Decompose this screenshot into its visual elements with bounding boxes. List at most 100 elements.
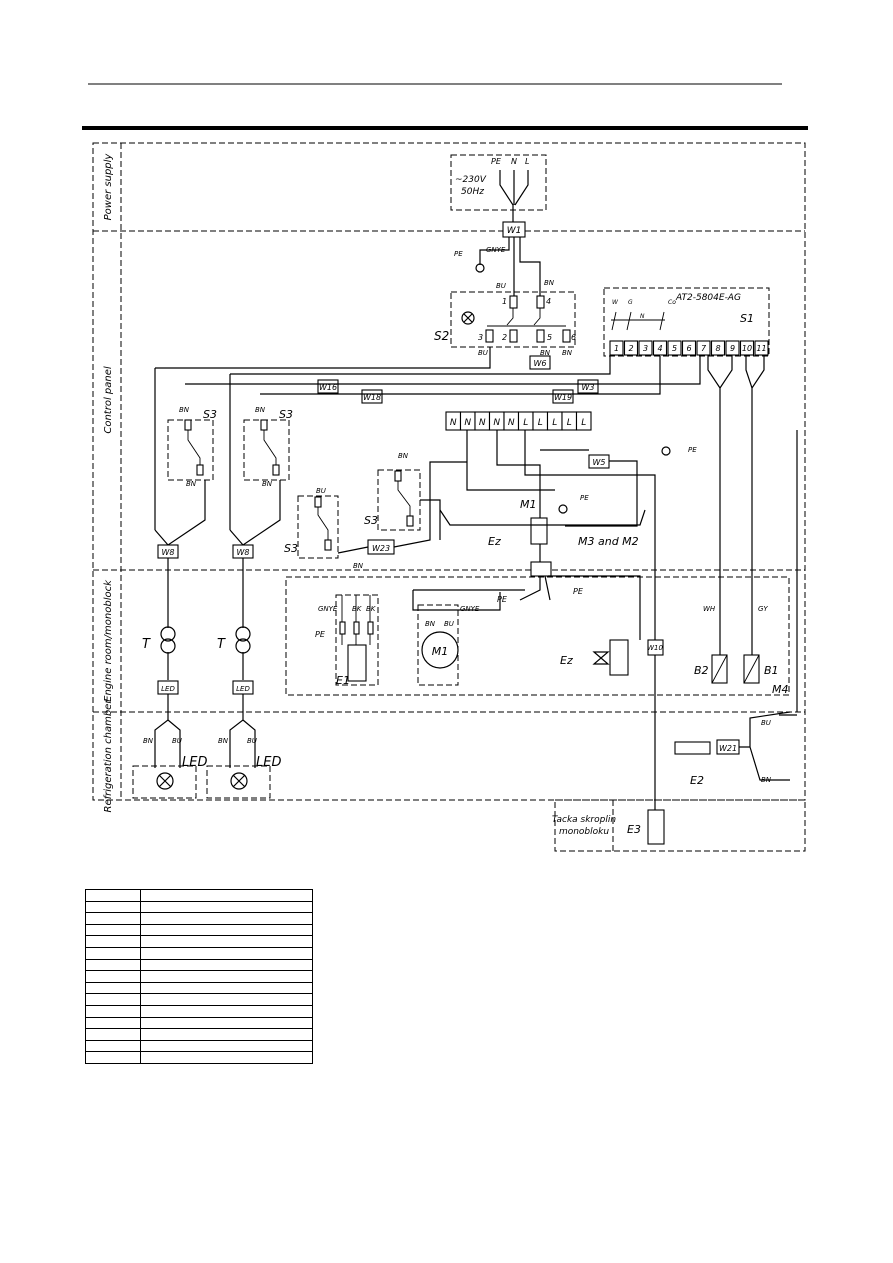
- legend-row: [85, 1039, 313, 1053]
- wire-w18: W18: [363, 393, 381, 402]
- bu-led-b: BU: [247, 737, 257, 745]
- legend-row: [85, 993, 313, 1006]
- terminal-block-label: N: [450, 418, 457, 428]
- legend-desc-cell: [140, 1028, 313, 1041]
- legend-code-cell: [85, 912, 141, 925]
- s3-a-label: S3: [203, 408, 217, 421]
- legend-row: [85, 958, 313, 972]
- bn-s3c: BN: [353, 562, 364, 570]
- s2-contact-1: 1: [502, 297, 507, 306]
- pe-m1-engine-2: PE: [573, 587, 584, 596]
- controller-terminal-label: 5: [672, 344, 677, 353]
- legend-code-cell: [85, 1016, 141, 1030]
- legend-desc-cell: [140, 981, 313, 995]
- terminal-block-label: L: [523, 418, 528, 428]
- e1-heater-icon: [347, 644, 367, 682]
- legend-desc-cell: [140, 993, 313, 1006]
- s2-contact-6: 6: [571, 333, 576, 342]
- terminal-block-label: L: [567, 418, 572, 428]
- bk-e1-a: BK: [352, 605, 363, 613]
- legend-row: [85, 923, 313, 937]
- legend-code-cell: [85, 981, 141, 995]
- bu-m1: BU: [444, 620, 454, 628]
- zone-refrigeration-chamber: Refrigeration chamber: [103, 699, 114, 813]
- controller-terminal: [681, 340, 697, 356]
- s2-lamp-icon: [461, 311, 475, 325]
- terminal-block-label: N: [479, 418, 486, 428]
- bu-label-1: BU: [496, 282, 506, 290]
- controller-terminal-label: 2: [628, 344, 633, 353]
- controller-terminal-label: 8: [715, 344, 720, 353]
- terminal-block-label: L: [552, 418, 557, 428]
- m3m2-label: M3 and M2: [578, 535, 639, 548]
- terminal-block-label: N: [464, 418, 471, 428]
- legend-desc-cell: [140, 946, 313, 960]
- wire-w10: W10: [647, 644, 663, 652]
- legend-desc-cell: [140, 1051, 313, 1064]
- pe-label-top: PE: [454, 250, 463, 258]
- relay-g: G: [628, 299, 633, 306]
- bn-s3b-bot: BN: [262, 480, 273, 488]
- zone-control-panel: Control panel: [103, 366, 114, 434]
- supply-voltage: ~230V: [455, 175, 487, 185]
- supply-n: N: [511, 157, 517, 166]
- gy-label: GY: [758, 605, 768, 613]
- m1-motor-icon: [421, 631, 459, 669]
- gnye-e1: GNYE: [318, 605, 338, 613]
- s3-d-label: S3: [364, 514, 378, 527]
- pe-label-m1: PE: [580, 494, 589, 502]
- pe-e1: PE: [315, 630, 326, 639]
- legend-desc-cell: [140, 958, 313, 972]
- controller-terminal: [609, 340, 624, 356]
- bn-s3d: BN: [398, 452, 409, 460]
- legend-code-cell: [85, 970, 141, 983]
- legend-code-cell: [85, 935, 141, 948]
- controller-terminal: [696, 340, 711, 356]
- legend-row: [85, 1028, 313, 1041]
- wh-label: WH: [703, 605, 716, 613]
- wire-w5: W5: [593, 458, 606, 467]
- terminal-block-label: L: [538, 418, 543, 428]
- s2-contact-5: 5: [547, 333, 552, 342]
- bn-led-b: BN: [218, 737, 229, 745]
- led-lamp-a-box: [132, 765, 197, 799]
- controller-terminal-label: 3: [643, 344, 648, 353]
- b1-label: B1: [764, 664, 779, 677]
- s2-contact-2: 2: [502, 333, 507, 342]
- legend-code-cell: [85, 993, 141, 1006]
- transformer-a-icon: [160, 626, 176, 642]
- wire-w19: W19: [554, 393, 572, 402]
- e1-heater-box: [335, 594, 379, 686]
- supply-frequency: 50Hz: [461, 187, 484, 197]
- terminal-block-label: N: [508, 418, 515, 428]
- transformer-b-icon: [235, 626, 251, 642]
- legend-row: [85, 935, 313, 948]
- controller-terminal-label: 9: [730, 344, 735, 353]
- gnye-label: GNYE: [486, 246, 506, 254]
- legend-row: [85, 981, 313, 995]
- controller-terminal-label: 6: [686, 344, 691, 353]
- supply-l: L: [525, 157, 529, 166]
- b2-label: B2: [694, 664, 709, 677]
- legend-code-cell: [85, 946, 141, 960]
- legend-row: [85, 1016, 313, 1030]
- legend-code-cell: [85, 1051, 141, 1064]
- ez-valve-icon: [592, 651, 610, 665]
- controller-terminal: [667, 340, 682, 356]
- controller-model: AT2-5804E-AG: [675, 293, 741, 303]
- controller-terminal: [623, 340, 639, 356]
- legend-code-cell: [85, 923, 141, 937]
- led-lamp-a-label: LED: [182, 755, 207, 770]
- gnye-m1: GNYE: [460, 605, 480, 613]
- legend-row: [85, 1004, 313, 1018]
- led-lamp-b-box: [206, 765, 271, 799]
- legend-desc-cell: [140, 923, 313, 937]
- terminal-block-cell: [575, 411, 592, 431]
- legend-desc-cell: [140, 1016, 313, 1030]
- bu-label-2: BU: [478, 349, 488, 357]
- controller-terminal: [710, 340, 726, 356]
- zone-engine-room: Engine room/monoblock: [103, 579, 114, 702]
